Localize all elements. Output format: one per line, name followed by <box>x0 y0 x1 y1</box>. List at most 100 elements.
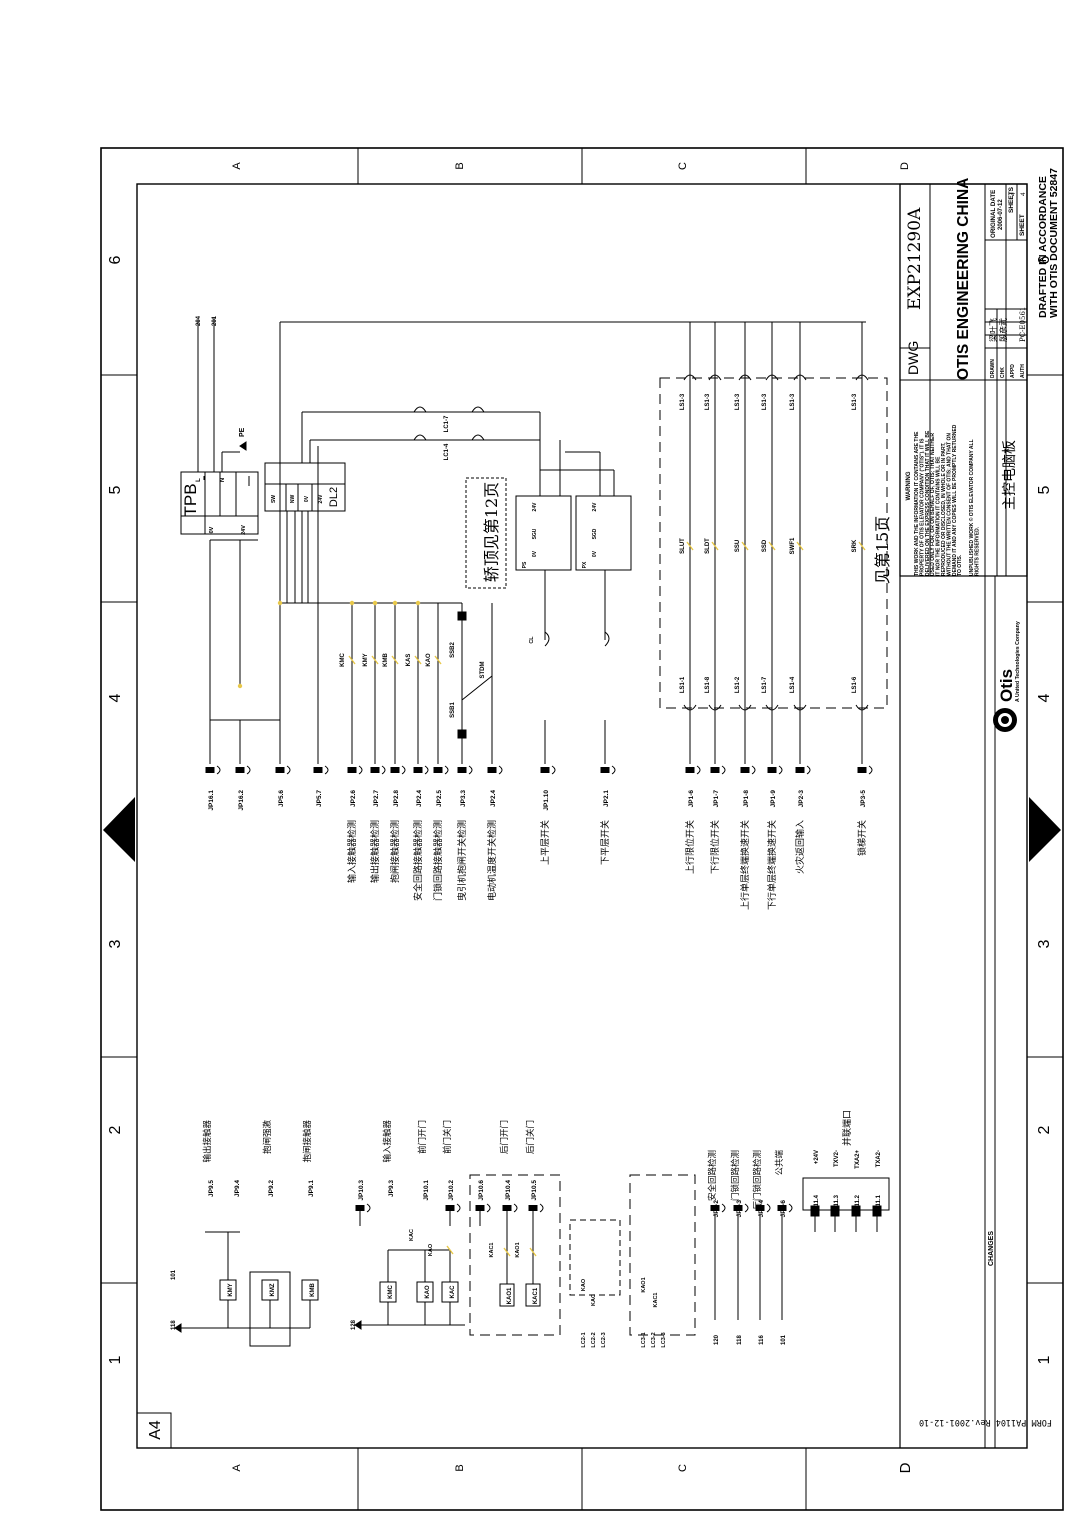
coil-name: KAC1 <box>533 1287 539 1304</box>
output-label: 后门开门 <box>499 1120 510 1154</box>
terminal <box>413 767 423 773</box>
center-arrow-right-icon <box>1029 797 1061 862</box>
ls-loop <box>738 374 752 381</box>
dl2-terminal: 0V <box>304 495 310 502</box>
contact <box>604 631 610 647</box>
sensor-px <box>575 495 632 571</box>
coil-name: KAO <box>425 1285 431 1299</box>
drawing-title: 主控电脑板 <box>1002 440 1018 510</box>
sensor-terminal: 24V <box>592 502 598 512</box>
jp8-label: 公共端 <box>774 1150 785 1176</box>
sensor-terminal: 0V <box>532 550 538 557</box>
terminal-arc <box>766 1203 771 1213</box>
sheets-value: 4 <box>1010 192 1017 196</box>
jp-pin: JP1-6 <box>688 790 695 808</box>
paper-size-label: A4 <box>147 1420 164 1440</box>
lc-loop <box>471 406 485 413</box>
terminal <box>355 1205 365 1211</box>
terminal-arc <box>868 765 873 775</box>
jp-pin: JP5.7 <box>316 790 323 807</box>
jp-pin: JP2.8 <box>393 790 400 807</box>
sheet-value: 4 <box>1020 192 1027 196</box>
tpb-label: TPB <box>181 483 200 516</box>
warning-unpublished-line: UNPUBLISHED WORK © OTIS ELEVATOR COMPANY… <box>968 439 975 576</box>
column-label: 5 <box>1036 485 1053 494</box>
contact-name: KAO <box>428 1243 434 1256</box>
terminal-arc <box>366 1203 371 1213</box>
lc-label: LC3-3 <box>661 1332 667 1347</box>
jp8-pin: JP8-4 <box>758 1200 765 1218</box>
ls-loop <box>683 374 697 381</box>
jp-pin: JP1.10 <box>543 790 550 811</box>
dwg-number: EXP21290A <box>905 207 925 310</box>
jp-label: 曳引机抱闸开关检测 <box>456 820 468 901</box>
tpb-terminal: 24V <box>241 525 247 535</box>
lc-label: LC2-3 <box>601 1332 607 1347</box>
output-pin: JP9.5 <box>208 1180 215 1197</box>
terminal-arc <box>721 1203 726 1213</box>
jp-label: 安全回路接触器检测 <box>412 820 424 901</box>
row-label: A <box>231 162 243 170</box>
junction-dot <box>415 600 421 606</box>
contact <box>434 655 442 665</box>
jp8-pin: JP8-2 <box>713 1200 720 1218</box>
terminal-arc <box>806 765 811 775</box>
row-label: C <box>677 1464 689 1472</box>
warning-line: THIS WORK AND THE INFORMATION IT CONTAIN… <box>914 431 920 576</box>
terminal <box>347 767 357 773</box>
column-label: 2 <box>107 1125 124 1134</box>
coil-name: KAO1 <box>507 1287 513 1304</box>
cl-label: CL <box>529 636 535 644</box>
sensor-terminal: SGU <box>532 528 538 539</box>
output-pin: JP10.1 <box>423 1180 430 1201</box>
paper-size-box <box>136 1412 172 1449</box>
row-label: C <box>677 162 689 170</box>
dl2-label: DL2 <box>328 487 340 507</box>
junction-dot <box>392 600 398 606</box>
column-label: 6 <box>1036 255 1053 264</box>
lc-label: LC2-2 <box>591 1332 597 1347</box>
wire-number: 101 <box>781 1334 787 1345</box>
terminal-arc <box>788 1203 793 1213</box>
terminal <box>795 767 805 773</box>
contact <box>371 655 379 665</box>
ls-name: SSU <box>735 540 741 552</box>
terminal-arc <box>611 765 616 775</box>
terminal-arc <box>744 1203 749 1213</box>
ls-name: SLUT <box>680 538 686 554</box>
drafted-note-2: WITH OTIS DOCUMENT 52847 <box>1048 168 1060 318</box>
jp8-pin: JP8-6 <box>780 1200 787 1218</box>
column-label: 6 <box>107 255 124 264</box>
ls-loop <box>765 374 779 381</box>
row-label: B <box>454 1464 466 1471</box>
terminal-arc <box>286 765 291 775</box>
row-label: D <box>899 162 911 170</box>
junction-dot <box>349 600 355 606</box>
output-pin: JP10.2 <box>448 1180 455 1201</box>
original-date-label: ORIGINAL DATE <box>990 190 997 238</box>
terminal <box>767 767 777 773</box>
warning-line: PROPERTY OF OTIS ELEVATOR COMPANY ("OTIS… <box>919 438 925 576</box>
jp-pin: JP2.7 <box>373 790 380 807</box>
pushbutton <box>457 611 467 621</box>
column-label: 2 <box>1036 1125 1053 1134</box>
dl2-terminal: SW <box>271 495 277 503</box>
chk-value: 殷彦武 <box>998 318 1008 342</box>
lc3-box <box>629 1174 696 1336</box>
column-label: 3 <box>1036 939 1053 948</box>
terminal-arc <box>324 765 329 775</box>
coil-name: KMB <box>310 1283 316 1297</box>
jp-label: 抱闸接触器检测 <box>389 820 401 883</box>
sensor-name: PX <box>582 561 588 568</box>
jp-pin: JP1-8 <box>743 790 750 808</box>
terminal <box>390 767 400 773</box>
terminal <box>445 1205 455 1211</box>
drawn-label: DRAWN <box>990 359 996 378</box>
jp-pin: JP2.4 <box>416 790 423 807</box>
column-label: 4 <box>107 693 124 702</box>
ls-loop <box>855 374 869 381</box>
output-label: 输出接触器 <box>202 1120 213 1163</box>
